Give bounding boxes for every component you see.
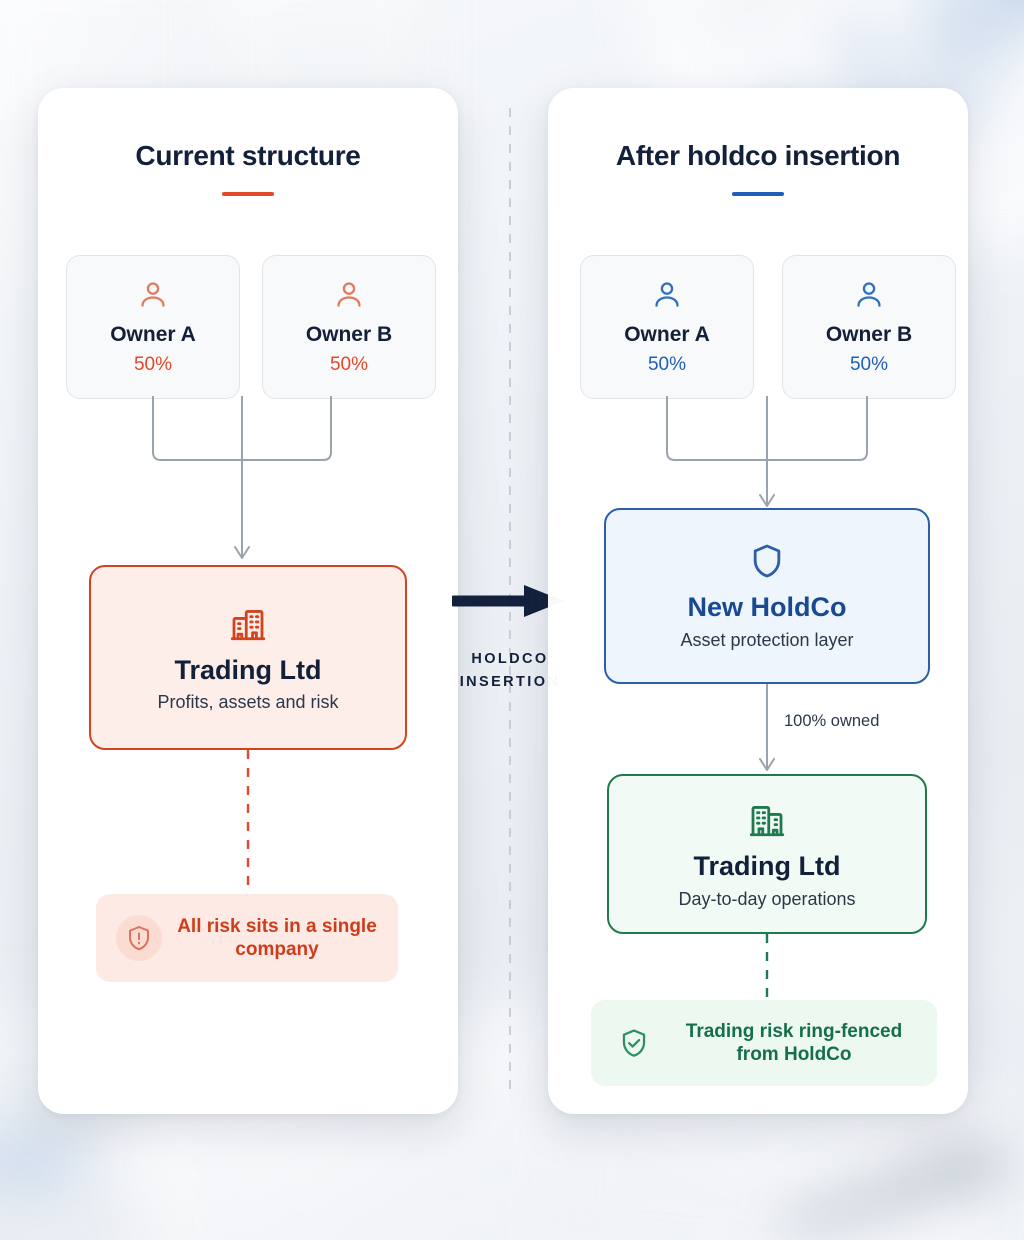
owner-percent: 50% (133, 353, 173, 375)
entity-card-trading-ltd-current[interactable]: Trading Ltd Profits, assets and risk (89, 565, 407, 750)
office-building-icon (746, 798, 788, 845)
note-banner-all-risk: All risk sits in a single company (96, 894, 398, 982)
person-icon (852, 278, 886, 317)
entity-subtitle: Profits, assets and risk (157, 692, 339, 713)
note-text: All risk sits in a single company (177, 915, 377, 960)
note-text: Trading risk ring-fenced from HoldCo (685, 1020, 903, 1065)
entity-subtitle: Day-to-day operations (678, 888, 856, 909)
entity-title: New HoldCo (687, 592, 847, 623)
background-object-blur (0, 1120, 80, 1200)
person-icon (650, 278, 684, 317)
entity-card-new-holdco[interactable]: New HoldCo Asset protection layer (604, 508, 930, 684)
shield-check-icon (611, 1020, 657, 1066)
entity-subtitle: Asset protection layer (680, 629, 854, 650)
office-building-icon (227, 602, 269, 649)
insertion-caption-line2: INSERTION (459, 674, 561, 691)
title-underline-red (222, 192, 274, 196)
person-icon (332, 278, 366, 317)
shield-alert-icon (116, 915, 162, 961)
diagram-stage: Current structure Owner A 50% Owner B 50… (38, 88, 968, 1114)
owner-percent: 50% (647, 353, 687, 375)
owner-name: Owner A (110, 323, 196, 347)
shield-icon (747, 541, 787, 586)
insertion-caption-line1: HOLDCO (471, 651, 549, 667)
owner-name: Owner A (624, 323, 710, 347)
insertion-caption: HOLDCO INSERTION (430, 648, 590, 694)
owner-card-b-left[interactable]: Owner B 50% (262, 255, 436, 399)
page-title-after: After holdco insertion (615, 140, 901, 171)
owner-card-a-left[interactable]: Owner A 50% (66, 255, 240, 399)
owner-name: Owner B (825, 323, 913, 347)
entity-title: Trading Ltd (174, 654, 322, 685)
entity-title: Trading Ltd (693, 851, 841, 882)
owner-card-b-right[interactable]: Owner B 50% (782, 255, 956, 399)
note-banner-ring-fenced: Trading risk ring-fenced from HoldCo (591, 1000, 937, 1086)
title-underline-blue (732, 192, 784, 196)
entity-card-trading-ltd-after[interactable]: Trading Ltd Day-to-day operations (607, 774, 927, 934)
owner-percent: 50% (849, 353, 889, 375)
person-icon (136, 278, 170, 317)
owner-percent: 50% (329, 353, 369, 375)
ownership-label: 100% owned (784, 712, 880, 730)
page-title-current: Current structure (135, 140, 361, 171)
owner-card-a-right[interactable]: Owner A 50% (580, 255, 754, 399)
arrow-right-icon (452, 585, 564, 617)
owner-name: Owner B (305, 323, 393, 347)
